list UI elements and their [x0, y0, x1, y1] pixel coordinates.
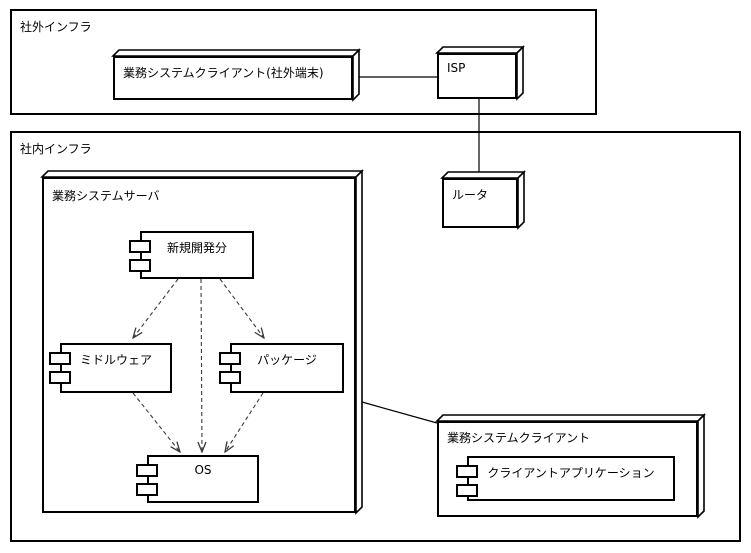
component-tab-icon: [136, 483, 158, 496]
component-client-app-label: クライアントアプリケーション: [487, 466, 655, 480]
component-os: OS: [136, 455, 259, 503]
component-package: パッケージ: [219, 343, 344, 393]
component-tab-icon: [456, 465, 478, 478]
node-router: ルータ: [442, 178, 518, 228]
component-tab-icon: [129, 240, 151, 253]
node-internal-client-label: 業務システムクライアント: [447, 431, 591, 445]
component-tab-icon: [49, 371, 71, 384]
component-middleware-label: ミドルウェア: [79, 353, 152, 367]
component-os-label: OS: [194, 463, 212, 477]
component-tab-icon: [456, 484, 478, 497]
component-client-app: クライアントアプリケーション: [456, 456, 675, 501]
zone-external-label: 社外インフラ: [20, 20, 92, 34]
zone-internal-label: 社内インフラ: [20, 142, 92, 156]
component-new-development: 新規開発分: [129, 231, 254, 279]
node-server-label: 業務システムサーバ: [52, 189, 160, 203]
node-external-client-label: 業務システムクライアント(社外端末): [123, 66, 324, 80]
node-isp-label: ISP: [447, 61, 466, 75]
component-middleware: ミドルウェア: [49, 343, 172, 393]
node-isp: ISP: [437, 53, 517, 99]
zone-external-infra: 社外インフラ: [10, 9, 597, 115]
component-package-label: パッケージ: [257, 353, 317, 367]
component-tab-icon: [219, 352, 241, 365]
component-tab-icon: [129, 259, 151, 272]
zone-internal-infra: 社内インフラ: [10, 131, 741, 542]
node-external-client: 業務システムクライアント(社外端末): [113, 56, 353, 100]
node-router-label: ルータ: [452, 188, 489, 202]
component-new-development-label: 新規開発分: [166, 241, 227, 255]
component-tab-icon: [49, 352, 71, 365]
component-tab-icon: [136, 464, 158, 477]
component-tab-icon: [219, 371, 241, 384]
